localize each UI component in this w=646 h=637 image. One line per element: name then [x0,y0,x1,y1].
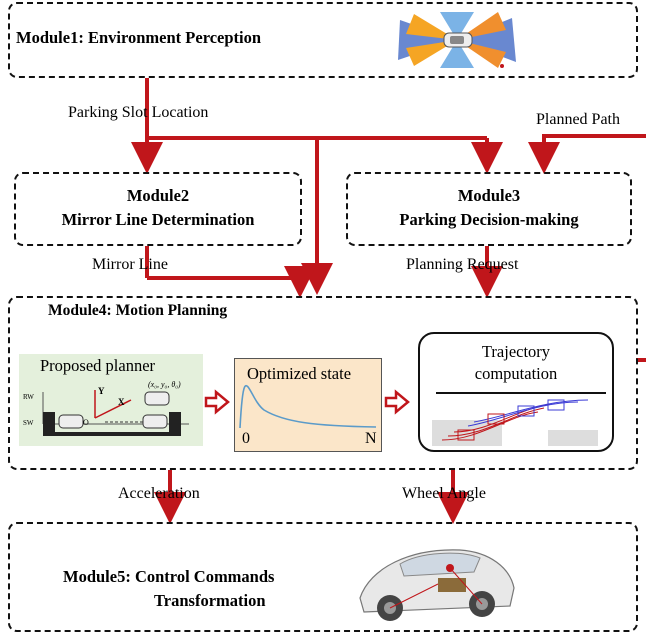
edge-label-planning-request: Planning Request [406,256,519,273]
trajectory-divider [436,392,606,394]
trajectory-line2: computation [474,364,558,383]
module4-box [8,296,638,470]
edge-label-planned-path: Planned Path [536,111,620,128]
module3-box [346,172,632,246]
planner-diagram [42,390,189,436]
module5-line1: Module5: Control Commands [63,567,275,586]
edge-label-mirror-line: Mirror Line [92,256,168,273]
edge-label-wheel-angle: Wheel Angle [402,485,486,502]
module5-line2: Transformation [154,591,266,610]
trajectory-plot [432,399,598,446]
panel-arrow-1 [204,389,230,415]
planner-x-label: X [118,397,125,407]
optimized-state-curve [239,384,377,429]
trajectory-line1: Trajectory [481,342,551,361]
planner-y-label: Y [98,386,105,396]
vehicle-control-image [359,549,515,621]
planner-sw-label: SW [23,419,34,427]
proposed-planner-title: Proposed planner [40,356,156,375]
module3-line1: Module3 [457,186,521,205]
environment-perception-image [398,12,516,68]
panel-arrow-2 [384,389,410,415]
planner-o-label: O [83,418,89,427]
module2-box [14,172,302,246]
arrow-mirror-line [147,266,316,298]
module2-line2: Mirror Line Determination [61,210,255,229]
optimized-state-title: Optimized state [247,364,352,383]
edge-label-parking-slot: Parking Slot Location [68,104,209,121]
planner-rw-label: RW [23,393,34,401]
module2-line1: Module2 [126,186,190,205]
module5-box [8,522,638,632]
edge-label-acceleration: Acceleration [118,485,200,502]
module1-title: Module1: Environment Perception [16,28,262,47]
module4-title: Module4: Motion Planning [48,302,228,319]
module1-box [8,2,638,78]
optimized-state-start: 0 [242,430,250,447]
optimized-state-end: N [365,430,377,447]
planned-path-line [528,134,646,174]
module3-line2: Parking Decision-making [399,210,579,229]
planner-state-label: (x₀, y₀, θ₀) [148,380,181,389]
